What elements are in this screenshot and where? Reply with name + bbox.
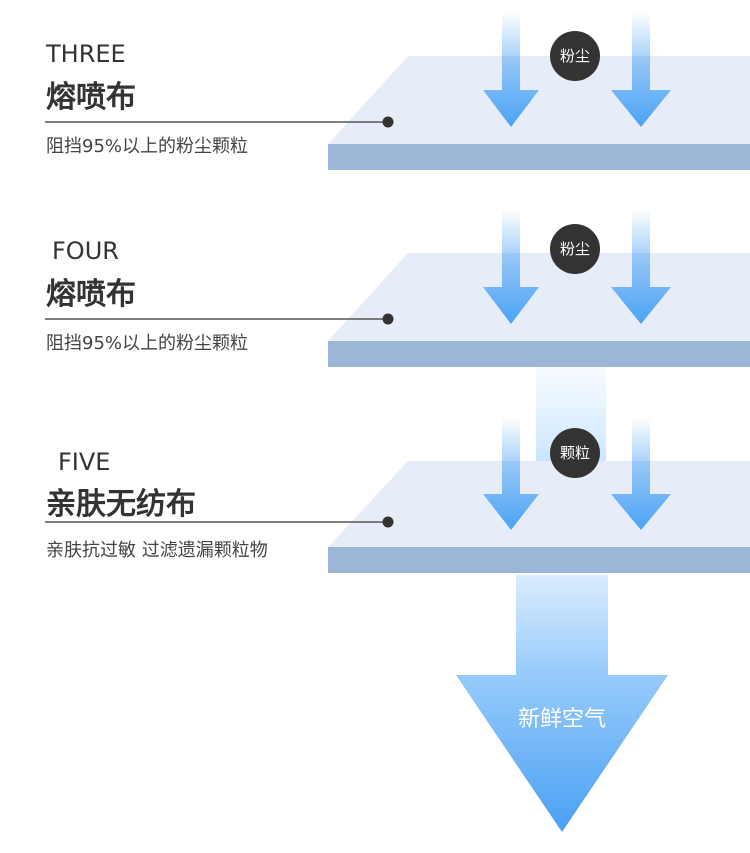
layer-three: 粉尘 — [45, 12, 750, 170]
filter-plate-top — [328, 253, 750, 341]
particle-badge-label: 颗粒 — [560, 444, 590, 462]
layer-description: 阻挡95%以上的粉尘颗粒 — [46, 333, 249, 354]
layer-number-label: FIVE — [58, 448, 111, 476]
layer-number-label: THREE — [46, 40, 126, 68]
filter-plate-edge — [328, 144, 750, 170]
layer-title: 熔喷布 — [46, 80, 136, 115]
filter-plate-edge — [328, 547, 750, 573]
dust-arrow-right — [611, 418, 671, 530]
dust-arrow-right — [611, 209, 671, 324]
dust-arrow-left — [483, 12, 539, 127]
filter-plate-top — [328, 461, 750, 547]
fresh-air-arrow: 新鲜空气 — [456, 575, 668, 832]
layer-title: 亲肤无纺布 — [46, 487, 196, 522]
leader-dot — [382, 313, 394, 325]
dust-arrow-left — [483, 209, 539, 324]
leader-dot — [382, 516, 394, 528]
dust-arrow-right — [611, 12, 671, 127]
layer-number-label: FOUR — [52, 237, 119, 265]
dust-arrow-left — [483, 418, 539, 530]
layer-four: 粉尘 — [45, 209, 750, 367]
layer-description: 阻挡95%以上的粉尘颗粒 — [46, 136, 249, 157]
leader-dot — [382, 116, 394, 128]
fresh-air-label: 新鲜空气 — [518, 707, 606, 732]
particle-badge — [550, 31, 600, 81]
particle-badge-label: 粉尘 — [560, 240, 590, 258]
particle-badge — [550, 428, 600, 478]
layer-description: 亲肤抗过敏 过滤遗漏颗粒物 — [46, 540, 268, 561]
layer-title: 熔喷布 — [46, 277, 136, 312]
filter-plate-top — [328, 56, 750, 144]
layer-five: 颗粒 — [45, 418, 750, 573]
particle-badge — [550, 224, 600, 274]
filter-plate-edge — [328, 341, 750, 367]
particle-badge-label: 粉尘 — [560, 47, 590, 65]
